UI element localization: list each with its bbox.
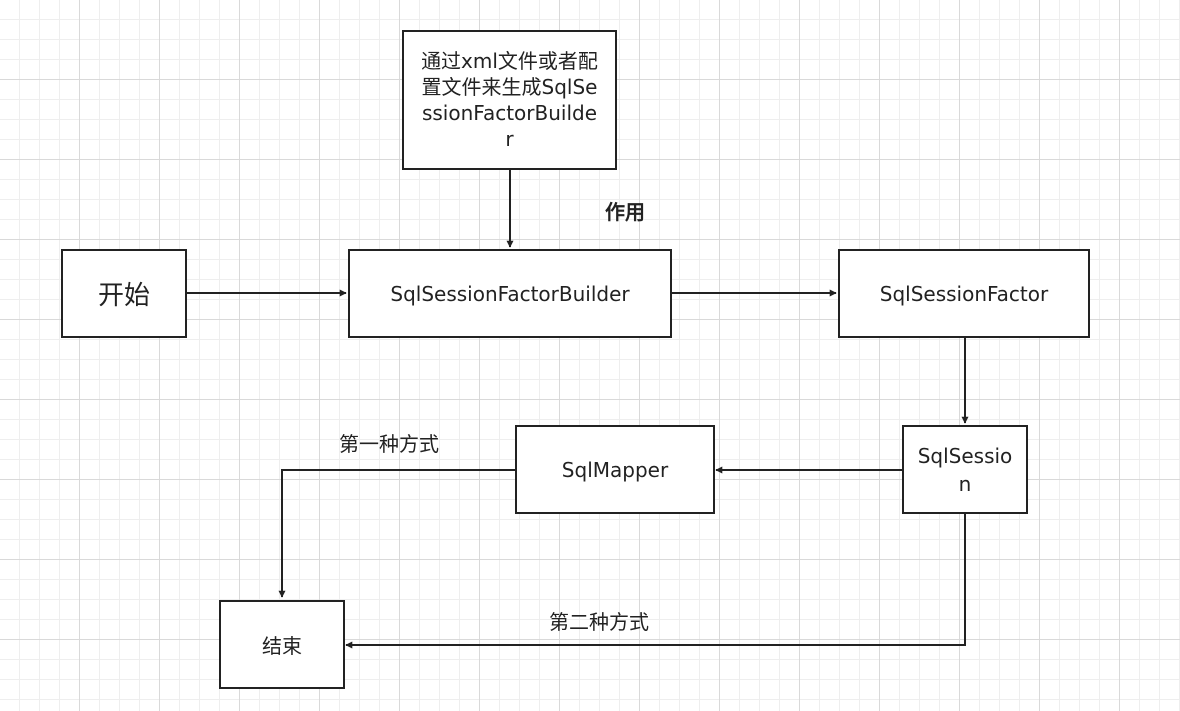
node-xml-config: 通过xml文件或者配置文件来生成SqlSessionFactorBuilder [402, 30, 617, 170]
node-start: 开始 [61, 249, 187, 338]
edge-label-way2: 第二种方式 [549, 610, 649, 634]
node-sqlsessionfactor-label: SqlSessionFactor [879, 281, 1049, 306]
node-end-label: 结束 [262, 634, 302, 658]
edge-session-to-end [345, 512, 966, 649]
edge-mapper-to-end [278, 469, 515, 598]
node-sqlsessionfactor: SqlSessionFactor [838, 249, 1090, 338]
node-xml-config-label: 通过xml文件或者配置文件来生成SqlSessionFactorBuilder [421, 49, 598, 151]
edge-label-way1: 第一种方式 [339, 432, 439, 456]
node-sqlsession-label: SqlSession [917, 443, 1013, 496]
node-end: 结束 [219, 600, 345, 689]
edge-label-role: 作用 [605, 200, 645, 224]
node-sqlmapper-label: SqlMapper [561, 457, 669, 482]
node-start-label: 开始 [97, 281, 150, 311]
node-sqlsession: SqlSession [902, 425, 1028, 514]
node-sqlmapper: SqlMapper [515, 425, 715, 514]
node-sqlsessionfactorbuilder-label: SqlSessionFactorBuilder [390, 281, 630, 306]
node-sqlsessionfactorbuilder: SqlSessionFactorBuilder [348, 249, 672, 338]
